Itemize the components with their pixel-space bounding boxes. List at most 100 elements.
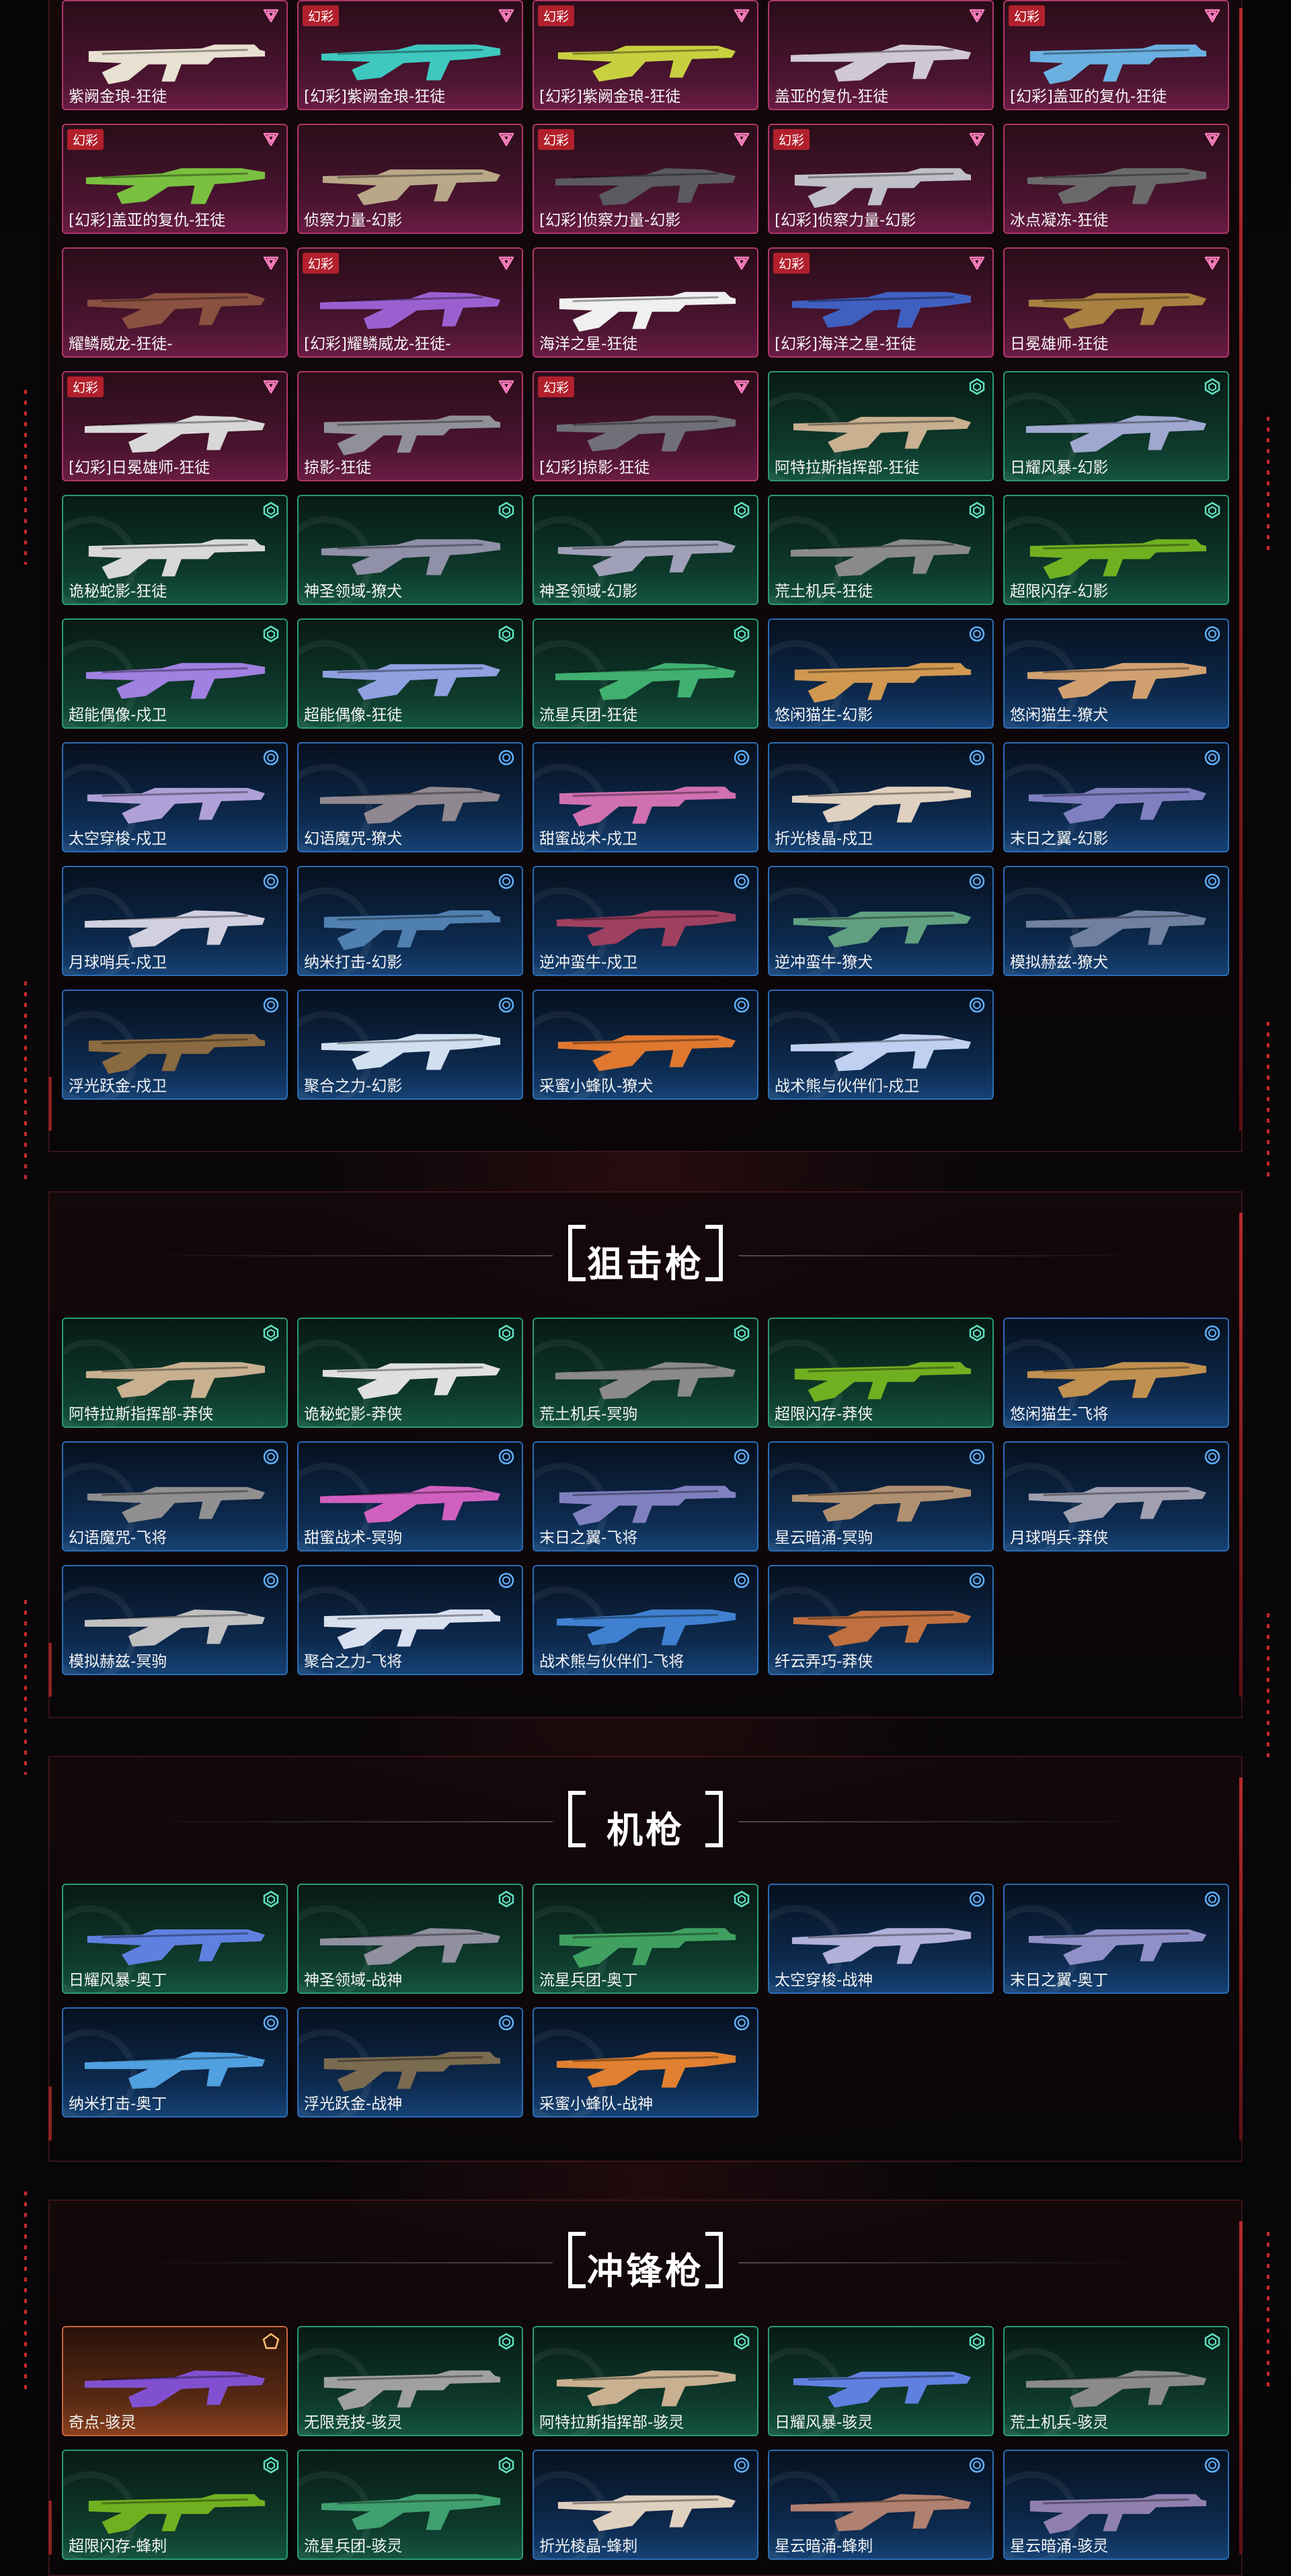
weapon-card[interactable]: 奇点-骇灵 [62, 2326, 288, 2436]
weapon-card[interactable]: 末日之翼-奥丁 [1003, 1884, 1229, 1994]
weapon-name: 耀鳞威龙-狂徒- [69, 335, 173, 353]
weapon-card[interactable]: 纳米打击-奥丁 [62, 2007, 288, 2118]
weapon-card[interactable]: 星云暗涌-蜂刺 [768, 2450, 994, 2560]
triangle-down-icon [498, 254, 515, 272]
weapon-card[interactable]: 阿特拉斯指挥部-莽侠 [62, 1318, 288, 1428]
weapon-card[interactable]: 耀鳞威龙-狂徒- [62, 247, 288, 358]
weapon-name: 日耀风暴-奥丁 [69, 1972, 167, 1989]
circle-icon [1204, 1324, 1221, 1342]
weapon-card[interactable]: 悠闲猫生-獠犬 [1003, 618, 1229, 729]
weapon-name: 掠影-狂徒 [304, 459, 372, 477]
weapon-card[interactable]: 超能偶像-戍卫 [62, 618, 288, 729]
weapon-card[interactable]: 神圣领域-幻影 [533, 495, 758, 605]
weapon-image [317, 1342, 503, 1402]
weapon-card[interactable]: 超限闪存-蜂刺 [62, 2450, 288, 2560]
weapon-card[interactable]: 星云暗涌-冥驹 [768, 1441, 994, 1552]
weapon-image [553, 395, 738, 456]
weapon-card[interactable]: 流星兵团-骇灵 [297, 2450, 523, 2560]
title-brackets: 冲锋枪 [568, 2232, 723, 2292]
weapon-card[interactable]: 幻彩[幻彩]侦察力量-幻影 [533, 124, 758, 234]
section-title-text: 机枪 [607, 1809, 684, 1851]
weapon-image [788, 395, 974, 456]
hexagon-icon [1204, 501, 1221, 519]
weapon-card[interactable]: 幻彩[幻彩]盖亚的复仇-狂徒 [62, 124, 288, 234]
hexagon-icon [262, 625, 280, 643]
weapon-card[interactable]: 幻彩[幻彩]耀鳞威龙-狂徒- [297, 247, 523, 358]
weapon-card[interactable]: 荒土机兵-冥驹 [533, 1318, 758, 1428]
weapon-card[interactable]: 甜蜜战术-戍卫 [533, 742, 758, 852]
weapon-card[interactable]: 海洋之星-狂徒 [533, 247, 758, 358]
weapon-card[interactable]: 紫阙金琅-狂徒 [62, 0, 288, 110]
weapon-card[interactable]: 悠闲猫生-飞将 [1003, 1318, 1229, 1428]
weapon-card[interactable]: 幻彩[幻彩]掠影-狂徒 [533, 371, 758, 481]
weapon-card[interactable]: 幻彩[幻彩]盖亚的复仇-狂徒 [1003, 0, 1229, 110]
weapon-card[interactable]: 浮光跃金-戍卫 [62, 990, 288, 1100]
weapon-card[interactable]: 月球哨兵-戍卫 [62, 866, 288, 976]
weapon-card[interactable]: 模拟赫兹-獠犬 [1003, 866, 1229, 976]
weapon-card[interactable]: 纤云弄巧-莽侠 [768, 1565, 994, 1675]
weapon-card[interactable]: 太空穿梭-战神 [768, 1884, 994, 1994]
hexagon-icon [498, 625, 515, 643]
weapon-card[interactable]: 战术熊与伙伴们-戍卫 [768, 990, 994, 1100]
weapon-card[interactable]: 月球哨兵-莽侠 [1003, 1441, 1229, 1552]
weapon-card[interactable]: 诡秘蛇影-莽侠 [297, 1318, 523, 1428]
weapon-card[interactable]: 逆冲蛮牛-戍卫 [533, 866, 758, 976]
weapon-card[interactable]: 冰点凝冻-狂徒 [1003, 124, 1229, 234]
weapon-card[interactable]: 荒土机兵-狂徒 [768, 495, 994, 605]
weapon-card[interactable]: 阿特拉斯指挥部-狂徒 [768, 371, 994, 481]
weapon-card[interactable]: 聚合之力-飞将 [297, 1565, 523, 1675]
weapon-card[interactable]: 诡秘蛇影-狂徒 [62, 495, 288, 605]
weapon-card[interactable]: 超能偶像-狂徒 [297, 618, 523, 729]
weapon-card[interactable]: 幻彩[幻彩]侦察力量-幻影 [768, 124, 994, 234]
weapon-card[interactable]: 盖亚的复仇-狂徒 [768, 0, 994, 110]
weapon-card[interactable]: 无限竞技-骇灵 [297, 2326, 523, 2436]
weapon-card[interactable]: 超限闪存-莽侠 [768, 1318, 994, 1428]
section-title: 冲锋枪 [48, 2232, 1243, 2292]
weapon-card[interactable]: 神圣领域-獠犬 [297, 495, 523, 605]
weapon-card[interactable]: 流星兵团-奥丁 [533, 1884, 758, 1994]
weapon-card[interactable]: 阿特拉斯指挥部-骇灵 [533, 2326, 758, 2436]
weapon-card[interactable]: 采蜜小蜂队-战神 [533, 2007, 758, 2118]
weapon-card[interactable]: 神圣领域-战神 [297, 1884, 523, 1994]
weapon-card[interactable]: 末日之翼-幻影 [1003, 742, 1229, 852]
weapon-card[interactable]: 荒土机兵-骇灵 [1003, 2326, 1229, 2436]
weapon-image [82, 1014, 268, 1074]
weapon-image [82, 24, 268, 85]
weapon-card[interactable]: 掠影-狂徒 [297, 371, 523, 481]
weapon-card[interactable]: 日耀风暴-奥丁 [62, 1884, 288, 1994]
weapon-card[interactable]: 聚合之力-幻影 [297, 990, 523, 1100]
weapon-card[interactable]: 幻彩[幻彩]紫阙金琅-狂徒 [533, 0, 758, 110]
weapon-name: 模拟赫兹-冥驹 [69, 1653, 167, 1671]
weapon-card[interactable]: 战术熊与伙伴们-飞将 [533, 1565, 758, 1675]
weapon-image [82, 1465, 268, 1526]
weapon-card[interactable]: 纳米打击-幻影 [297, 866, 523, 976]
weapon-card[interactable]: 悠闲猫生-幻影 [768, 618, 994, 729]
weapon-card[interactable]: 流星兵团-狂徒 [533, 618, 758, 729]
weapon-card[interactable]: 浮光跃金-战神 [297, 2007, 523, 2118]
weapon-card[interactable]: 幻语魔咒-飞将 [62, 1441, 288, 1552]
weapon-card[interactable]: 幻语魔咒-獠犬 [297, 742, 523, 852]
weapon-card[interactable]: 太空穿梭-戍卫 [62, 742, 288, 852]
weapon-name: [幻彩]紫阙金琅-狂徒 [304, 88, 446, 106]
triangle-down-icon [968, 7, 986, 24]
weapon-card[interactable]: 折光棱晶-蜂刺 [533, 2450, 758, 2560]
weapon-card[interactable]: 幻彩[幻彩]紫阙金琅-狂徒 [297, 0, 523, 110]
weapon-card[interactable]: 超限闪存-幻影 [1003, 495, 1229, 605]
weapon-name: 太空穿梭-戍卫 [69, 830, 167, 848]
side-deco-right [1267, 1022, 1269, 1183]
weapon-card[interactable]: 折光棱晶-戍卫 [768, 742, 994, 852]
weapon-card[interactable]: 侦察力量-幻影 [297, 124, 523, 234]
weapon-card[interactable]: 星云暗涌-骇灵 [1003, 2450, 1229, 2560]
weapon-name: 悠闲猫生-獠犬 [1010, 707, 1109, 724]
weapon-card[interactable]: 日冕雄师-狂徒 [1003, 247, 1229, 358]
weapon-card[interactable]: 幻彩[幻彩]日冕雄师-狂徒 [62, 371, 288, 481]
hexagon-icon [733, 501, 750, 519]
weapon-card[interactable]: 逆冲蛮牛-獠犬 [768, 866, 994, 976]
weapon-card[interactable]: 模拟赫兹-冥驹 [62, 1565, 288, 1675]
weapon-card[interactable]: 日耀风暴-幻影 [1003, 371, 1229, 481]
weapon-card[interactable]: 甜蜜战术-冥驹 [297, 1441, 523, 1552]
weapon-card[interactable]: 日耀风暴-骇灵 [768, 2326, 994, 2436]
weapon-card[interactable]: 幻彩[幻彩]海洋之星-狂徒 [768, 247, 994, 358]
weapon-card[interactable]: 采蜜小蜂队-獠犬 [533, 990, 758, 1100]
weapon-card[interactable]: 末日之翼-飞将 [533, 1441, 758, 1552]
